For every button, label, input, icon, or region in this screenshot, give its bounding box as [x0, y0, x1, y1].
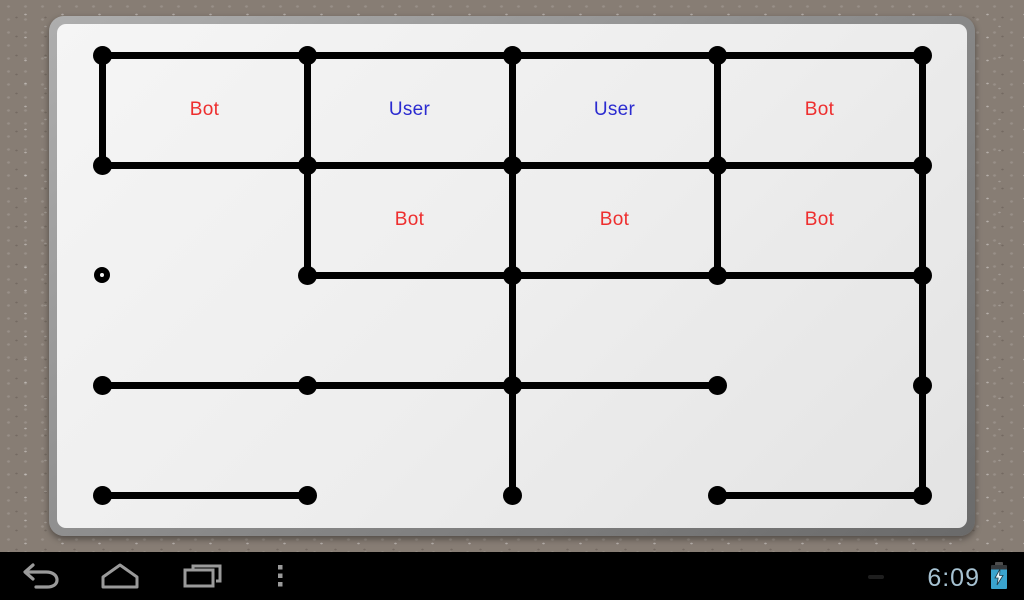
drawn-edge-horizontal — [307, 51, 512, 59]
grid-dot[interactable] — [912, 155, 932, 175]
back-button-icon[interactable] — [20, 562, 64, 590]
drawn-edge-horizontal — [102, 491, 307, 499]
drawn-edge-vertical — [303, 165, 311, 275]
box-owner-label: Bot — [394, 209, 425, 230]
drawn-edge-vertical — [918, 385, 926, 495]
menu-overflow-icon[interactable] — [274, 562, 286, 590]
box-owner-label: Bot — [804, 209, 835, 230]
grid-dot[interactable] — [912, 375, 932, 395]
grid-dot[interactable] — [707, 155, 727, 175]
recent-apps-button-icon[interactable] — [181, 562, 223, 590]
grid-dot[interactable] — [92, 45, 112, 65]
grid-dot[interactable] — [707, 45, 727, 65]
box-owner-label: User — [593, 99, 636, 120]
grid-dot[interactable] — [912, 265, 932, 285]
box-owner-label: Bot — [804, 99, 835, 120]
grid-dot[interactable] — [502, 265, 522, 285]
drawn-edge-horizontal — [102, 161, 307, 169]
drawn-edge-horizontal — [512, 381, 717, 389]
drawn-edge-horizontal — [512, 161, 717, 169]
grid-dot[interactable] — [297, 265, 317, 285]
drawn-edge-horizontal — [512, 271, 717, 279]
drawn-edge-vertical — [918, 275, 926, 385]
grid-dot[interactable] — [912, 485, 932, 505]
drawn-edge-horizontal — [307, 271, 512, 279]
grid-dot[interactable] — [707, 485, 727, 505]
drawn-edge-vertical — [303, 55, 311, 165]
grid-dot[interactable] — [502, 155, 522, 175]
grid-dot[interactable] — [297, 45, 317, 65]
drawn-edge-horizontal — [717, 51, 922, 59]
drawn-edge-horizontal — [307, 161, 512, 169]
dimmed-notification-icon — [868, 575, 884, 579]
drawn-edge-horizontal — [717, 271, 922, 279]
status-clock[interactable]: 6:09 — [927, 564, 980, 592]
drawn-edge-vertical — [508, 385, 516, 495]
highlighted-dot[interactable] — [94, 267, 110, 283]
grid-dot[interactable] — [92, 375, 112, 395]
drawn-edge-horizontal — [512, 51, 717, 59]
highlighted-dot-core — [100, 273, 104, 277]
drawn-edge-vertical — [713, 55, 721, 165]
drawn-edge-vertical — [98, 55, 106, 165]
drawn-edge-horizontal — [717, 491, 922, 499]
drawn-edge-vertical — [508, 165, 516, 275]
box-owner-label: Bot — [599, 209, 630, 230]
grid-dot[interactable] — [707, 375, 727, 395]
drawn-edge-horizontal — [307, 381, 512, 389]
drawn-edge-vertical — [713, 165, 721, 275]
charging-bolt-icon — [994, 568, 1004, 586]
grid-dot[interactable] — [502, 45, 522, 65]
grid-dot[interactable] — [92, 485, 112, 505]
battery-cap — [995, 562, 1003, 566]
drawn-edge-vertical — [918, 55, 926, 165]
grid-dot[interactable] — [707, 265, 727, 285]
drawn-edge-vertical — [508, 55, 516, 165]
grid-dot[interactable] — [297, 375, 317, 395]
grid-dot[interactable] — [92, 155, 112, 175]
grid-dot[interactable] — [297, 155, 317, 175]
drawn-edge-vertical — [918, 165, 926, 275]
grid-dot[interactable] — [912, 45, 932, 65]
grid-dot[interactable] — [502, 485, 522, 505]
drawn-edge-horizontal — [102, 381, 307, 389]
box-owner-label: User — [388, 99, 431, 120]
drawn-edge-horizontal — [717, 161, 922, 169]
grid-dot[interactable] — [502, 375, 522, 395]
drawn-edge-vertical — [508, 275, 516, 385]
box-owner-label: Bot — [189, 99, 220, 120]
grid-dot[interactable] — [297, 485, 317, 505]
home-button-icon[interactable] — [98, 562, 142, 590]
drawn-edge-horizontal — [102, 51, 307, 59]
system-navigation-bar: 6:09 — [0, 552, 1024, 600]
battery-charging-icon[interactable] — [991, 562, 1007, 591]
